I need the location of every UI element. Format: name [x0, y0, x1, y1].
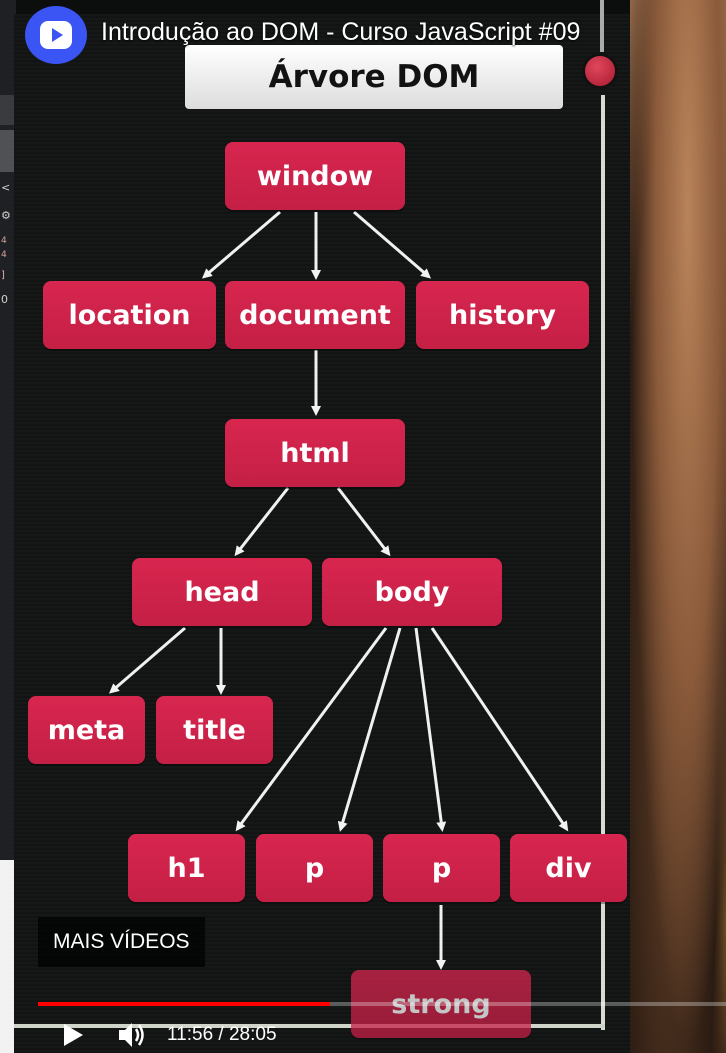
node-meta: meta — [28, 696, 145, 764]
editor-strip-glyph: 0 — [1, 293, 8, 306]
channel-logo-icon[interactable] — [25, 6, 87, 64]
node-window: window — [225, 142, 405, 210]
editor-strip-bar — [0, 95, 16, 125]
editor-strip-glyph: ] — [1, 270, 5, 281]
node-head: head — [132, 558, 312, 626]
arrow-body-p2 — [414, 627, 447, 832]
node-h1: h1 — [128, 834, 245, 902]
time-separator: / — [218, 1024, 224, 1045]
current-time: 11:56 — [167, 1024, 214, 1045]
editor-strip-glyph: < — [1, 181, 11, 194]
progress-bar-fill — [38, 1002, 331, 1006]
node-strong: strong — [351, 970, 531, 1038]
board-frame-top — [600, 0, 604, 52]
node-p: p — [383, 834, 500, 902]
editor-side-strip: < ⚙ 4 4 ] 0 — [0, 0, 16, 860]
editor-strip-glyph: 4 — [1, 236, 7, 246]
page-background — [0, 860, 14, 1053]
arrow-html-body — [336, 487, 391, 557]
arrow-body-h1 — [235, 627, 388, 832]
arrow-window-history — [353, 210, 432, 279]
background-video-scene — [630, 0, 726, 1053]
node-location: location — [43, 281, 216, 349]
arrow-body-div — [430, 627, 569, 832]
volume-icon[interactable] — [117, 1020, 149, 1050]
editor-strip-glyph: 4 — [1, 250, 7, 260]
node-title: title — [156, 696, 273, 764]
node-body: body — [322, 558, 502, 626]
node-document: document — [225, 281, 405, 349]
duration: 28:05 — [228, 1024, 277, 1045]
play-badge-icon — [40, 21, 72, 49]
editor-strip-glyph: ⚙ — [1, 209, 11, 222]
arrow-head-meta — [108, 626, 186, 694]
node-p: p — [256, 834, 373, 902]
video-title[interactable]: Introdução ao DOM - Curso JavaScript #09 — [101, 18, 581, 46]
recording-dot — [582, 53, 618, 89]
progress-bar[interactable] — [38, 1002, 726, 1006]
player-controls: 11:56 / 28:05 — [0, 1014, 726, 1053]
node-div: div — [510, 834, 627, 902]
arrow-window-location — [201, 210, 281, 279]
arrow-html-head — [234, 487, 290, 557]
board-frame-right — [601, 95, 605, 1030]
more-videos-button[interactable]: MAIS VÍDEOS — [38, 917, 205, 967]
node-history: history — [416, 281, 589, 349]
play-icon[interactable] — [60, 1022, 86, 1048]
node-html: html — [225, 419, 405, 487]
arrow-body-p1 — [337, 627, 402, 832]
editor-strip-bar — [0, 130, 16, 172]
slide-title: Árvore DOM — [185, 45, 563, 109]
board-frame-bottom — [14, 1024, 605, 1028]
time-display: 11:56 / 28:05 — [167, 1024, 277, 1046]
